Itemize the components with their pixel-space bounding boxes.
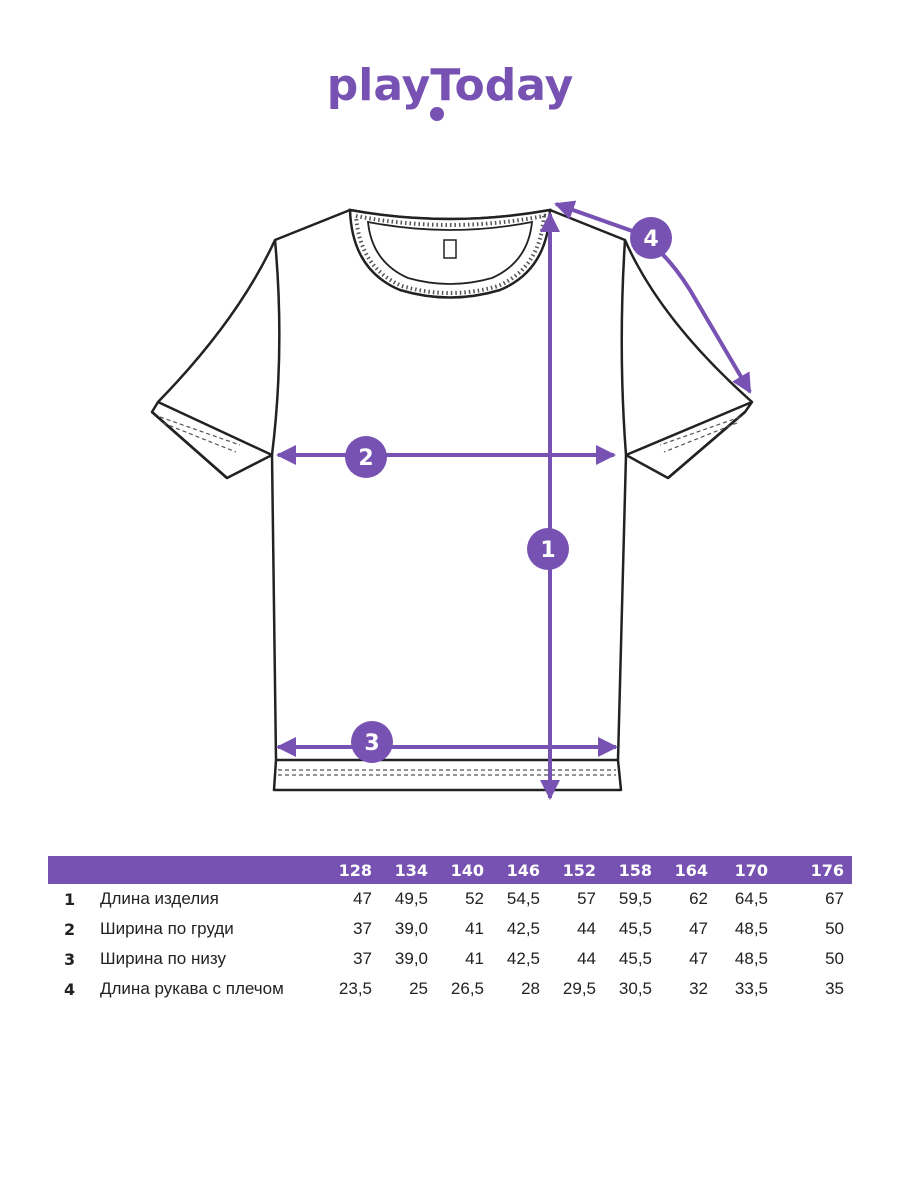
size-header: 158 xyxy=(604,856,660,884)
size-header: 134 xyxy=(380,856,436,884)
size-header: 140 xyxy=(436,856,492,884)
measurement-value: 26,5 xyxy=(450,979,484,998)
measurement-value: 28 xyxy=(521,979,540,998)
measurement-value: 44 xyxy=(577,919,596,938)
brand-logo-dot xyxy=(430,107,444,121)
tshirt-diagram: 1 2 3 4 xyxy=(150,200,754,800)
badge-4: 4 xyxy=(630,217,672,259)
measurement-value: 23,5 xyxy=(338,979,372,998)
header-blank xyxy=(48,856,100,884)
measurement-name: Длина изделия xyxy=(100,889,219,908)
size-header-row: 128 134 140 146 152 158 164 170 176 xyxy=(48,856,852,884)
measurement-value: 47 xyxy=(689,949,708,968)
measurement-value: 54,5 xyxy=(506,889,540,908)
measurement-value: 48,5 xyxy=(734,919,768,938)
measurement-value: 39,0 xyxy=(394,949,428,968)
size-table: 128 134 140 146 152 158 164 170 176 1 Дл… xyxy=(48,856,852,1004)
row-number: 2 xyxy=(64,919,76,939)
table-row: 2 Ширина по груди 37 39,0 41 42,5 44 45,… xyxy=(48,914,852,944)
measurement-value: 41 xyxy=(465,949,484,968)
measurement-value: 62 xyxy=(689,889,708,908)
measurement-value: 57 xyxy=(577,889,596,908)
measurement-value: 44 xyxy=(577,949,596,968)
header-blank xyxy=(100,856,320,884)
right-cuff xyxy=(625,400,753,479)
measurement-value: 48,5 xyxy=(734,949,768,968)
measurement-value: 52 xyxy=(465,889,484,908)
brand-logo-part-today: Today xyxy=(430,60,573,111)
brand-logo: playToday xyxy=(327,60,574,121)
badge-3: 3 xyxy=(351,721,393,763)
measurement-value: 47 xyxy=(689,919,708,938)
badge-4-label: 4 xyxy=(643,227,658,252)
neck-label xyxy=(443,239,457,259)
badge-2: 2 xyxy=(345,436,387,478)
measurement-value: 47 xyxy=(353,889,372,908)
measurement-value: 49,5 xyxy=(394,889,428,908)
size-header: 128 xyxy=(320,856,380,884)
badge-3-label: 3 xyxy=(364,731,379,756)
size-header: 164 xyxy=(660,856,716,884)
measurement-value: 33,5 xyxy=(734,979,768,998)
row-number: 4 xyxy=(64,979,76,999)
measurement-value: 50 xyxy=(825,949,844,968)
measurement-value: 50 xyxy=(825,919,844,938)
measurement-value: 64,5 xyxy=(734,889,768,908)
row-number: 1 xyxy=(64,889,76,909)
badge-1: 1 xyxy=(527,528,569,570)
measurement-name: Ширина по груди xyxy=(100,919,234,938)
table-row: 3 Ширина по низу 37 39,0 41 42,5 44 45,5… xyxy=(48,944,852,974)
measurement-value: 45,5 xyxy=(618,949,652,968)
size-header: 176 xyxy=(776,856,852,884)
measurement-name: Длина рукава с плечом xyxy=(100,979,284,998)
measurement-value: 42,5 xyxy=(506,919,540,938)
table-row: 1 Длина изделия 47 49,5 52 54,5 57 59,5 … xyxy=(48,884,852,914)
measurement-arrows xyxy=(276,200,752,800)
brand-logo-text: playToday xyxy=(327,60,574,111)
collar xyxy=(348,208,552,299)
brand-logo-part-play: play xyxy=(327,60,431,111)
size-header: 170 xyxy=(716,856,776,884)
measurement-value: 39,0 xyxy=(394,919,428,938)
sleeve-seam-left xyxy=(270,239,281,456)
measurement-value: 35 xyxy=(825,979,844,998)
measurement-value: 32 xyxy=(689,979,708,998)
table-row: 4 Длина рукава с плечом 23,5 25 26,5 28 … xyxy=(48,974,852,1004)
size-header: 152 xyxy=(548,856,604,884)
row-number: 3 xyxy=(64,949,76,969)
badge-1-label: 1 xyxy=(540,538,555,563)
measurement-value: 45,5 xyxy=(618,919,652,938)
measurement-value: 29,5 xyxy=(562,979,596,998)
size-header: 146 xyxy=(492,856,548,884)
measurement-value: 37 xyxy=(353,949,372,968)
measurement-value: 37 xyxy=(353,919,372,938)
measurement-name: Ширина по низу xyxy=(100,949,226,968)
badge-2-label: 2 xyxy=(358,446,373,471)
measurement-value: 42,5 xyxy=(506,949,540,968)
measurement-value: 30,5 xyxy=(618,979,652,998)
measurement-value: 59,5 xyxy=(618,889,652,908)
measurement-value: 67 xyxy=(825,889,844,908)
measurement-value: 25 xyxy=(409,979,428,998)
measurement-value: 41 xyxy=(465,919,484,938)
